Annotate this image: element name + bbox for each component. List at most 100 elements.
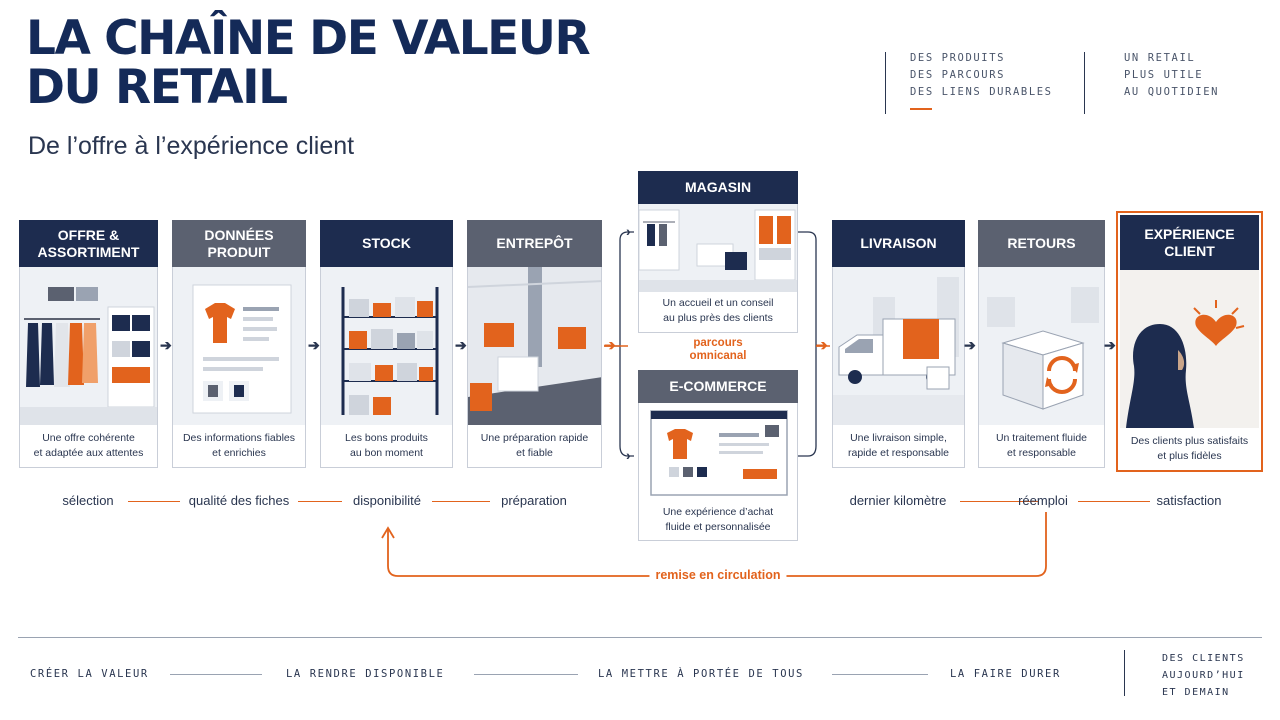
arrow-right-icon: ➔ (604, 337, 616, 353)
card-offre-title: OFFRE & ASSORTIMENT (19, 220, 158, 267)
tagline-line: UN RETAIL (1124, 52, 1196, 64)
stage-label-satisfaction: satisfaction (1156, 493, 1222, 508)
tagline-accent-bar (910, 108, 932, 110)
card-donnees-illustration (173, 267, 305, 425)
card-experience: EXPÉRIENCE CLIENT Des clients plus satis… (1116, 211, 1263, 472)
card-donnees-title: DONNÉES PRODUIT (172, 220, 306, 267)
footer-item-disponible: LA RENDRE DISPONIBLE (286, 668, 445, 680)
card-donnees-description: Des informations fiables et enrichies (182, 432, 296, 459)
stage-connector (432, 501, 490, 502)
footer-clients: DES CLIENTS AUJOURD’HUI ET DEMAIN (1162, 650, 1245, 701)
card-retours-title: RETOURS (978, 220, 1105, 267)
arrow-right-icon: ➔ (455, 337, 467, 353)
card-ecommerce: E-COMMERCE Une expérience d’achat fluide… (638, 370, 798, 541)
card-retours-description: Un traitement fluide et responsable (995, 432, 1088, 459)
card-ecommerce-title: E-COMMERCE (638, 370, 798, 403)
card-magasin: MAGASIN Un accueil et un conseil au plus… (638, 171, 798, 333)
card-entrepot: ENTREPÔT Une préparation rapide et fiabl… (467, 220, 602, 468)
arrow-right-icon: ➔ (160, 337, 172, 353)
card-ecommerce-description: Une expérience d’achat fluide et personn… (662, 506, 774, 533)
card-donnees: DONNÉES PRODUIT Des informations fiables… (172, 220, 306, 468)
tagline-retail: UN RETAIL PLUS UTILE AU QUOTIDIEN (1124, 50, 1219, 101)
stage-connector (128, 501, 180, 502)
card-magasin-title: MAGASIN (638, 171, 798, 204)
tagline-line: PLUS UTILE (1124, 69, 1204, 81)
page-subtitle: De l’offre à l’expérience client (28, 132, 355, 160)
arrow-right-icon: › (626, 447, 631, 463)
page-title: LA CHAÎNE DE VALEUR DU RETAIL (26, 11, 591, 115)
footer-connector (832, 674, 928, 675)
footer-clients-line: AUJOURD’HUI (1162, 670, 1245, 681)
card-magasin-illustration (639, 204, 797, 292)
card-stock: STOCK Les bons produits au bon moment (320, 220, 453, 468)
stage-connector (1078, 501, 1150, 502)
customer-heart-icon (1120, 270, 1259, 428)
card-ecommerce-illustration (639, 403, 797, 501)
webshop-icon (650, 410, 788, 496)
card-entrepot-illustration (468, 267, 601, 425)
card-offre-description: Une offre cohérente et adaptée aux atten… (33, 432, 144, 459)
card-entrepot-title: ENTREPÔT (467, 220, 602, 267)
card-livraison: LIVRAISON Une livraison simple, rapide e… (832, 220, 965, 468)
arrow-right-icon: ➔ (308, 337, 320, 353)
warehouse-icon (468, 267, 601, 425)
fork-line-magasin (604, 231, 634, 347)
loop-label: remise en circulation (649, 568, 787, 582)
merge-line-magasin (798, 231, 817, 346)
stage-label-disponibilite: disponibilité (353, 493, 421, 508)
card-offre: OFFRE & ASSORTIMENT Une offre cohérente … (19, 220, 158, 468)
merge-line-ecommerce (798, 346, 817, 457)
footer-item-creer: CRÉER LA VALEUR (30, 668, 149, 680)
title-line-1: LA CHAÎNE DE VALEUR (26, 11, 591, 66)
footer-item-portee: LA METTRE À PORTÉE DE TOUS (598, 668, 804, 680)
stage-connector (298, 501, 342, 502)
title-line-2: DU RETAIL (26, 60, 288, 115)
tagline-line: DES LIENS DURABLES (910, 86, 1053, 98)
tagline-divider-left (885, 52, 886, 114)
card-livraison-title: LIVRAISON (832, 220, 965, 267)
store-icon (639, 204, 797, 292)
stage-label-preparation: préparation (501, 493, 567, 508)
footer-vertical-divider (1124, 650, 1125, 696)
delivery-van-icon (833, 267, 964, 425)
card-offre-illustration (20, 267, 157, 425)
card-entrepot-description: Une préparation rapide et fiable (480, 432, 589, 459)
card-retours-illustration (979, 267, 1104, 425)
product-sheet-icon (173, 267, 305, 425)
tagline-products: DES PRODUITS DES PARCOURS DES LIENS DURA… (910, 50, 1053, 101)
tagline-line: AU QUOTIDIEN (1124, 86, 1220, 98)
stage-connector (960, 501, 1038, 502)
arrow-right-icon: ➔ (816, 337, 828, 353)
stage-label-dernier-kilometre: dernier kilomètre (849, 493, 947, 508)
stage-label-qualite: qualité des fiches (188, 493, 290, 508)
returns-box-icon (979, 267, 1104, 425)
arrow-right-icon: ➔ (1104, 337, 1116, 353)
footer-connector (474, 674, 578, 675)
omnichannel-label: parcours omnicanal (689, 337, 747, 362)
loop-arrow-head (381, 526, 395, 539)
stage-label-reemploi: réemploi (1018, 493, 1068, 508)
arrow-right-icon: ➔ (964, 337, 976, 353)
clothing-rack-icon (20, 267, 157, 425)
card-experience-title: EXPÉRIENCE CLIENT (1120, 215, 1259, 270)
footer-connector (170, 674, 262, 675)
footer-item-durer: LA FAIRE DURER (950, 668, 1061, 680)
shelving-icon (321, 267, 452, 425)
arrow-right-icon: › (626, 223, 631, 239)
tagline-divider-right (1084, 52, 1085, 114)
card-stock-illustration (321, 267, 452, 425)
card-retours: RETOURS Un traitement fluide et responsa… (978, 220, 1105, 468)
footer-clients-line: DES CLIENTS (1162, 653, 1245, 664)
card-stock-title: STOCK (320, 220, 453, 267)
card-experience-description: Des clients plus satisfaits et plus fidè… (1130, 435, 1249, 462)
fork-line-ecommerce (619, 346, 634, 457)
footer-divider (18, 637, 1262, 638)
card-experience-illustration (1120, 270, 1259, 428)
tagline-line: DES PRODUITS (910, 52, 1006, 64)
footer-clients-line: ET DEMAIN (1162, 687, 1230, 698)
stage-label-selection: sélection (62, 493, 114, 508)
card-magasin-description: Un accueil et un conseil au plus près de… (662, 297, 774, 324)
card-livraison-illustration (833, 267, 964, 425)
tagline-line: DES PARCOURS (910, 69, 1006, 81)
card-stock-description: Les bons produits au bon moment (345, 432, 428, 459)
